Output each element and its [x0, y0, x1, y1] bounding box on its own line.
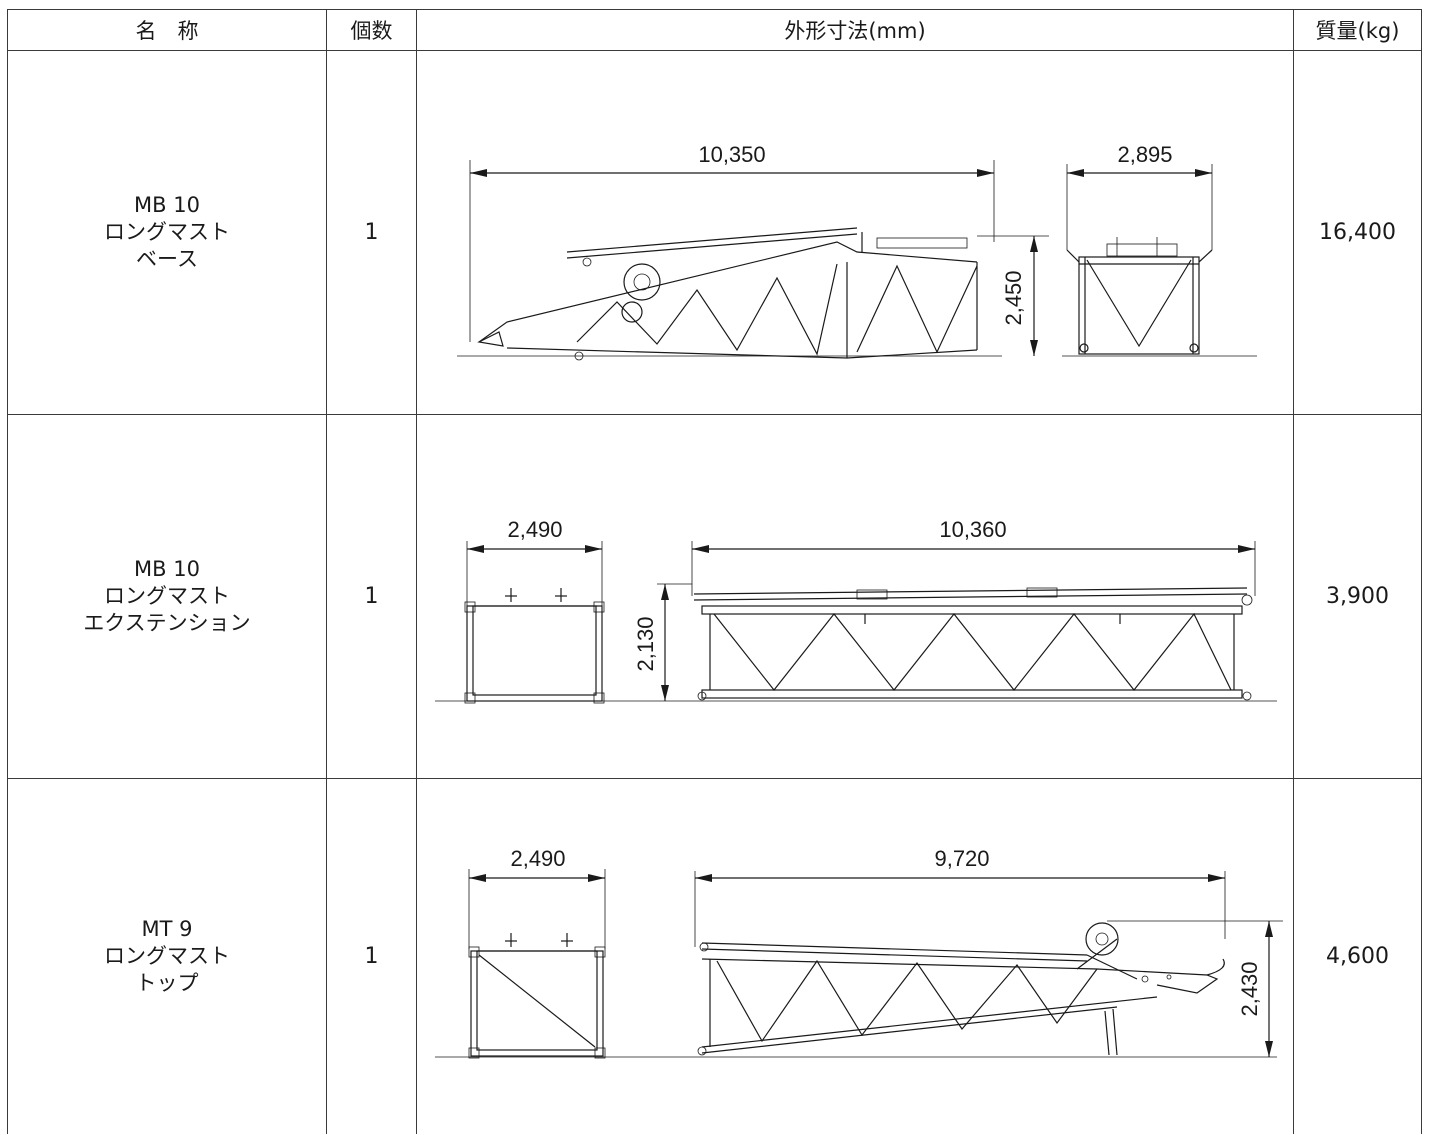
length-dimension: 9,720: [934, 846, 989, 871]
item-model: MT 9: [141, 916, 193, 941]
dimension-drawing: 2,490: [416, 778, 1294, 1134]
extension-mast-drawing: 2,490: [435, 517, 1277, 703]
header-qty: 個数: [326, 9, 417, 51]
item-name: MT 9 ロングマスト トップ: [7, 778, 327, 1134]
item-mass: 3,900: [1293, 414, 1422, 779]
height-dimension: 2,130: [633, 616, 658, 671]
header-row: 名 称 個数 外形寸法(mm) 質量(kg): [7, 9, 1422, 51]
top-mast-drawing: 2,490: [435, 846, 1283, 1059]
top-mast-end-view: [468, 933, 606, 1059]
extension-mast-end-view: [464, 587, 605, 703]
height-dimension: 2,450: [1001, 270, 1026, 325]
item-type: ロングマスト: [104, 584, 230, 608]
height-dimension: 2,430: [1237, 962, 1262, 1017]
item-type: ロングマスト: [104, 220, 230, 244]
item-part: エクステンション: [83, 611, 251, 635]
item-part: トップ: [135, 970, 199, 995]
header-dimensions: 外形寸法(mm): [416, 9, 1294, 51]
length-dimension: 10,360: [939, 517, 1006, 542]
item-mass: 16,400: [1293, 50, 1422, 415]
width-dimension: 2,490: [507, 517, 562, 542]
item-qty: 1: [326, 50, 417, 415]
specification-table: 名 称 個数 外形寸法(mm) 質量(kg) MB 10 ロングマスト ベース …: [7, 9, 1422, 1134]
header-name: 名 称: [7, 9, 327, 51]
item-qty: 1: [326, 414, 417, 779]
dimension-drawing: 2,490: [416, 414, 1294, 779]
table-row: MB 10 ロングマスト エクステンション 1 2,490: [7, 414, 1422, 779]
item-model: MB 10: [134, 557, 200, 581]
table-row: MB 10 ロングマスト ベース 1 10,350: [7, 50, 1422, 415]
header-mass: 質量(kg): [1293, 9, 1422, 51]
base-mast-drawing: 10,350 2,450: [457, 142, 1257, 360]
item-name: MB 10 ロングマスト エクステンション: [7, 414, 327, 779]
extension-mast-side-view: [693, 586, 1253, 700]
width-dimension: 2,895: [1117, 142, 1172, 167]
item-type: ロングマスト: [104, 943, 230, 968]
length-dimension: 10,350: [698, 142, 765, 167]
item-name: MB 10 ロングマスト ベース: [7, 50, 327, 415]
dimension-drawing: 10,350 2,450: [416, 50, 1294, 415]
base-mast-side-view: [477, 226, 978, 360]
base-mast-end-view: [1066, 236, 1213, 355]
table-row: MT 9 ロングマスト トップ 1 2,490: [7, 778, 1422, 1134]
item-mass: 4,600: [1293, 778, 1422, 1134]
width-dimension: 2,490: [510, 846, 565, 871]
item-qty: 1: [326, 778, 417, 1134]
item-model: MB 10: [134, 193, 200, 217]
item-part: ベース: [136, 247, 198, 271]
top-mast-side-view: [697, 922, 1225, 1056]
